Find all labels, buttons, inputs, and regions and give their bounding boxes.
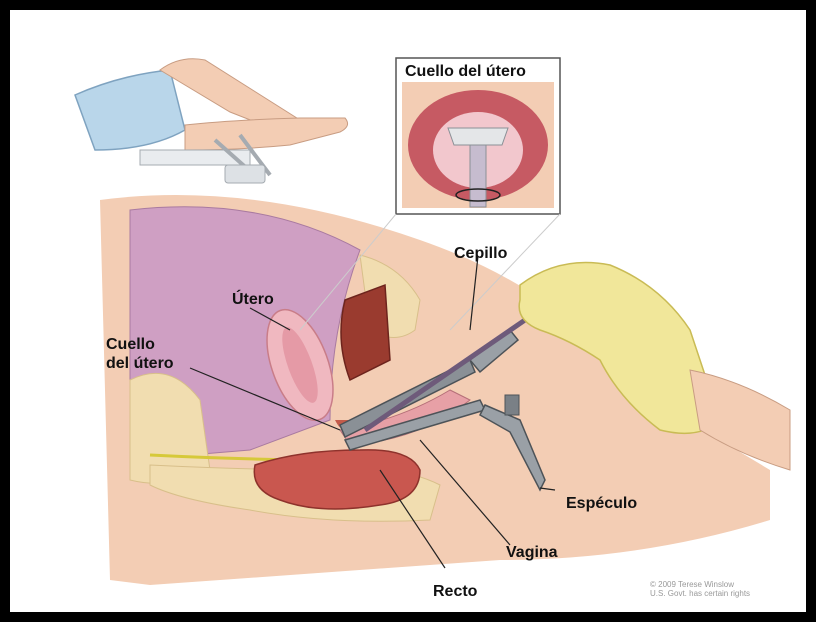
cuello-label-line1: Cuello bbox=[106, 335, 206, 354]
recto-label: Recto bbox=[433, 582, 477, 601]
utero-label: Útero bbox=[232, 290, 274, 309]
illustration-frame: Cuello del útero Cepillo Útero Cuello de… bbox=[10, 10, 806, 612]
inset-title-label: Cuello del útero bbox=[405, 62, 526, 81]
credit-line2: U.S. Govt. has certain rights bbox=[650, 589, 750, 598]
cepillo-label: Cepillo bbox=[454, 244, 507, 263]
cuello-label-line2: del útero bbox=[106, 354, 206, 373]
credit-line1: © 2009 Terese Winslow bbox=[650, 580, 750, 589]
especulo-label: Espéculo bbox=[566, 494, 637, 513]
vagina-label: Vagina bbox=[506, 543, 558, 562]
copyright-credit: © 2009 Terese Winslow U.S. Govt. has cer… bbox=[650, 580, 750, 598]
cuello-del-utero-label: Cuello del útero bbox=[106, 335, 206, 373]
patient-legs-in-stirrups bbox=[75, 59, 348, 183]
pap-smear-anatomy-illustration bbox=[10, 10, 806, 612]
